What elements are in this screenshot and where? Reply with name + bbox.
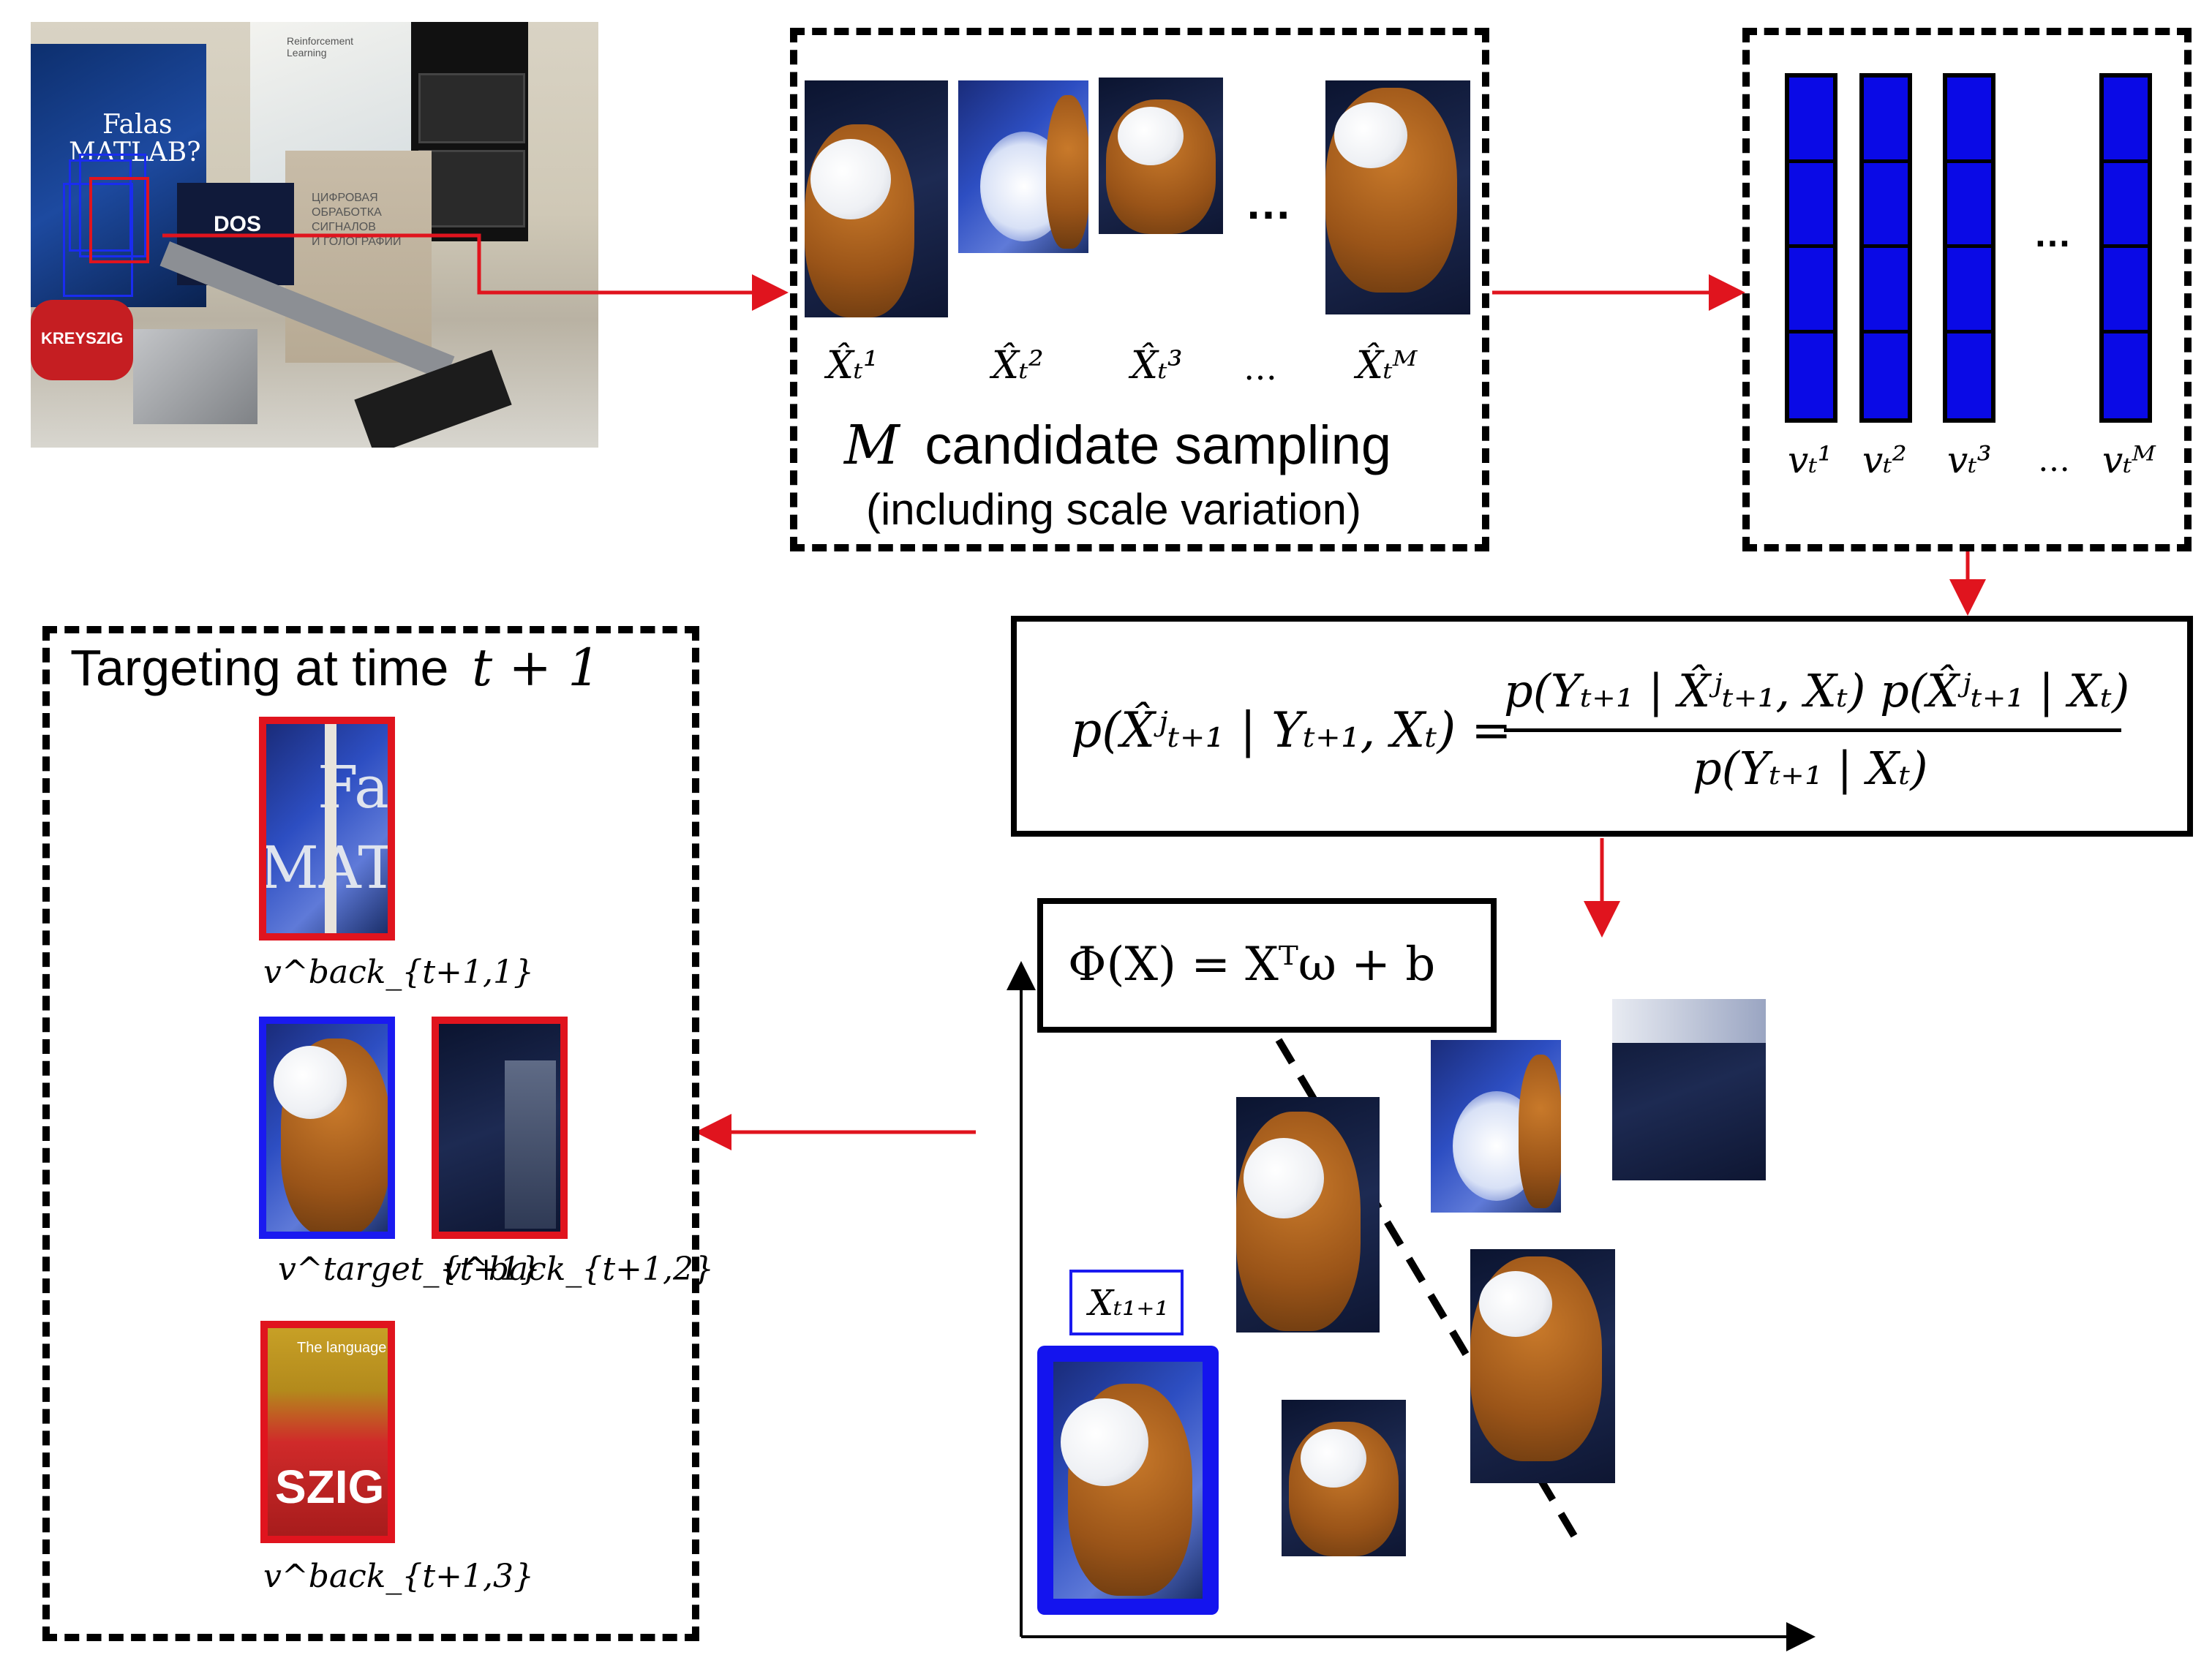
brand-label: KREYSZIG <box>41 329 124 347</box>
book3-line2: ОБРАБОТКА <box>312 206 382 219</box>
selected-label: Xₜ₁₊₁ <box>1088 1283 1169 1324</box>
candidate-label-dots: … <box>1244 348 1277 388</box>
tracking-box-2 <box>79 154 146 257</box>
matlab-book: Falas MATLAB? <box>31 44 206 307</box>
tracking-box-1 <box>69 159 132 252</box>
tracking-box-3 <box>63 183 133 297</box>
candidate-sampling-box <box>790 28 1489 551</box>
targeting-title-text: Targeting at time <box>70 639 449 696</box>
background-label-1: v^back_{t+1,1} <box>263 954 534 991</box>
classifier-formula: Φ(X) = Xᵀω + b <box>1068 938 1436 992</box>
dos-label: DOS <box>214 212 262 236</box>
vector-label-dots: … <box>2038 442 2070 479</box>
feature-vector-box <box>1742 28 2192 551</box>
scatter-patch-2 <box>1431 1040 1561 1213</box>
feature-vector-m <box>2099 73 2152 423</box>
sampling-title: M candidate sampling <box>844 414 1391 477</box>
candidate-dots: … <box>1245 176 1292 229</box>
candidate-label-1: X̂ₜ¹ <box>827 344 879 388</box>
targeting-title-math: t + 1 <box>471 638 601 698</box>
book3-line3: СИГНАЛОВ <box>312 221 376 233</box>
candidate-label-3: X̂ₜ³ <box>1131 344 1183 388</box>
target-patch <box>259 1017 395 1239</box>
scene-photo: Falas MATLAB? Reinforcement Learning ЦИФ… <box>31 22 598 448</box>
background-label-2: v^back_{t+1,2} <box>443 1251 714 1288</box>
formula-lhs: p(X̂ʲₜ₊₁ | Yₜ₊₁, Xₜ) = <box>1071 702 1512 758</box>
background-patch-3: The language SZIG <box>260 1321 395 1543</box>
metal-box <box>133 329 257 424</box>
vector-label-2: vₜ² <box>1862 439 1907 481</box>
book3-line4: И ГОЛОГРАФИИ <box>312 235 402 248</box>
formula-denominator: p(Yₜ₊₁ | Xₜ) <box>1693 742 1928 795</box>
candidate-label-2: X̂ₜ² <box>992 344 1044 388</box>
background-patch-3-top: The language <box>297 1340 387 1356</box>
book-title-line1: Falas <box>102 110 173 140</box>
candidate-patch-3 <box>1099 78 1223 234</box>
sampling-subtitle: (including scale variation) <box>866 485 1361 534</box>
bayes-formula-box <box>1011 616 2193 837</box>
candidate-patch-2 <box>958 80 1088 253</box>
scatter-patch-4 <box>1470 1249 1615 1483</box>
classifier-formula-box <box>1037 898 1497 1033</box>
candidate-patch-m <box>1325 80 1470 314</box>
tracking-box-selected <box>89 177 149 263</box>
selected-label-box <box>1069 1270 1184 1335</box>
background-label-3: v^back_{t+1,3} <box>263 1558 534 1595</box>
book-title-line2: MATLAB? <box>69 137 201 167</box>
scatter-patch-5 <box>1282 1400 1406 1556</box>
scatter-patch-3 <box>1612 999 1766 1180</box>
book3-line1: ЦИФРОВАЯ <box>312 192 378 204</box>
background-patch-1: Fa MAT <box>259 717 395 941</box>
targeting-title: Targeting at time t + 1 <box>70 638 601 698</box>
sampling-title-var: M <box>844 414 900 477</box>
feature-vector-2 <box>1859 73 1912 423</box>
vector-label-3: vₜ³ <box>1947 439 1992 481</box>
formula-fraction-bar <box>1504 728 2121 732</box>
vector-label-m: vₜᴹ <box>2102 439 2156 481</box>
background-patch-2 <box>432 1017 568 1239</box>
vector-dots: … <box>2034 213 2072 255</box>
candidate-label-m: X̂ₜᴹ <box>1356 344 1418 388</box>
targeting-box <box>42 626 699 1641</box>
tape-roll: KREYSZIG <box>31 300 133 380</box>
book2-title: Reinforcement Learning <box>287 35 354 59</box>
vector-label-1: vₜ¹ <box>1788 439 1832 481</box>
feature-vector-1 <box>1785 73 1837 423</box>
sampling-title-text: candidate sampling <box>925 415 1391 475</box>
background-patch-3-text: SZIG <box>275 1460 385 1513</box>
formula-numerator: p(Yₜ₊₁ | X̂ʲₜ₊₁, Xₜ) p(X̂ʲₜ₊₁ | Xₜ) <box>1504 664 2130 717</box>
feature-vector-3 <box>1943 73 1995 423</box>
scatter-patch-1 <box>1236 1097 1380 1333</box>
selected-target-patch <box>1037 1346 1219 1615</box>
candidate-patch-1 <box>805 80 948 317</box>
target-label: v^target_{t+1} <box>278 1251 541 1288</box>
